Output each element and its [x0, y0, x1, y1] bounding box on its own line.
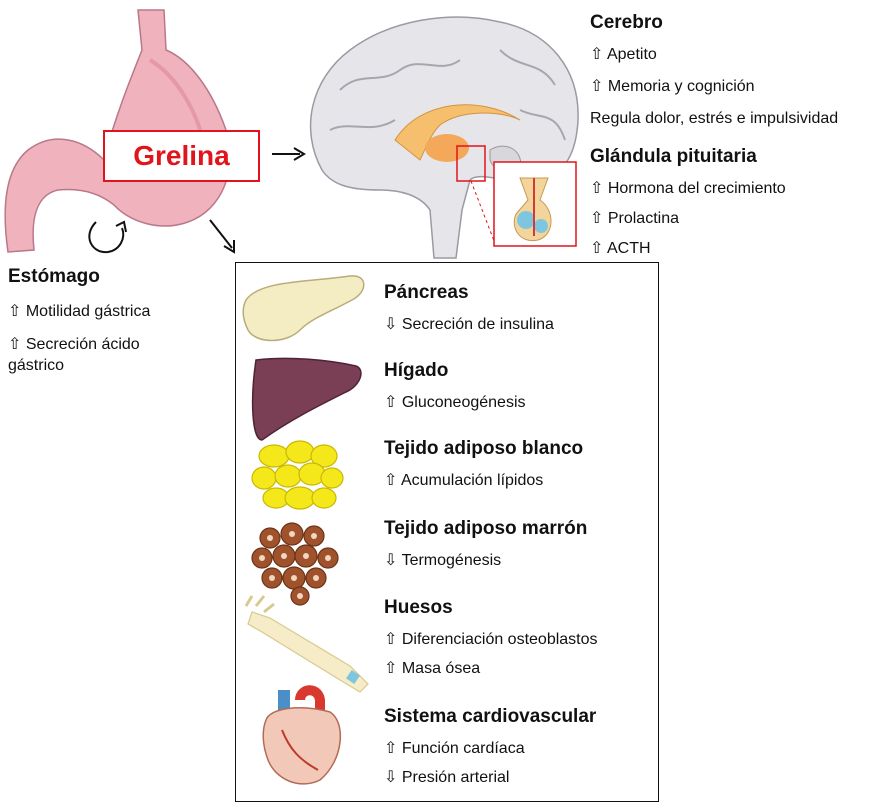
organ-title-liver: Hígado — [384, 360, 448, 382]
organ-title-bones: Huesos — [384, 597, 453, 619]
organ-effect-liver-1: ⇧ Gluconeogénesis — [384, 393, 526, 413]
organ-effect-pancreas-1: ⇩ Secreción de insulina — [384, 315, 554, 335]
organ-title-brown-adipose: Tejido adiposo marrón — [384, 518, 587, 540]
organ-effect-white-adipose-1: ⇧ Acumulación lípidos — [384, 471, 543, 491]
organ-effect-cardiovascular-1: ⇧ Función cardíaca — [384, 739, 525, 759]
organ-title-white-adipose: Tejido adiposo blanco — [384, 438, 583, 460]
organ-effect-cardiovascular-2: ⇩ Presión arterial — [384, 768, 509, 788]
organ-effect-bones-1: ⇧ Diferenciación osteoblastos — [384, 630, 598, 650]
organ-effect-bones-2: ⇧ Masa ósea — [384, 659, 480, 679]
organ-effect-brown-adipose-1: ⇩ Termogénesis — [384, 551, 501, 571]
organ-title-pancreas: Páncreas — [384, 282, 469, 304]
organ-title-cardiovascular: Sistema cardiovascular — [384, 706, 596, 728]
